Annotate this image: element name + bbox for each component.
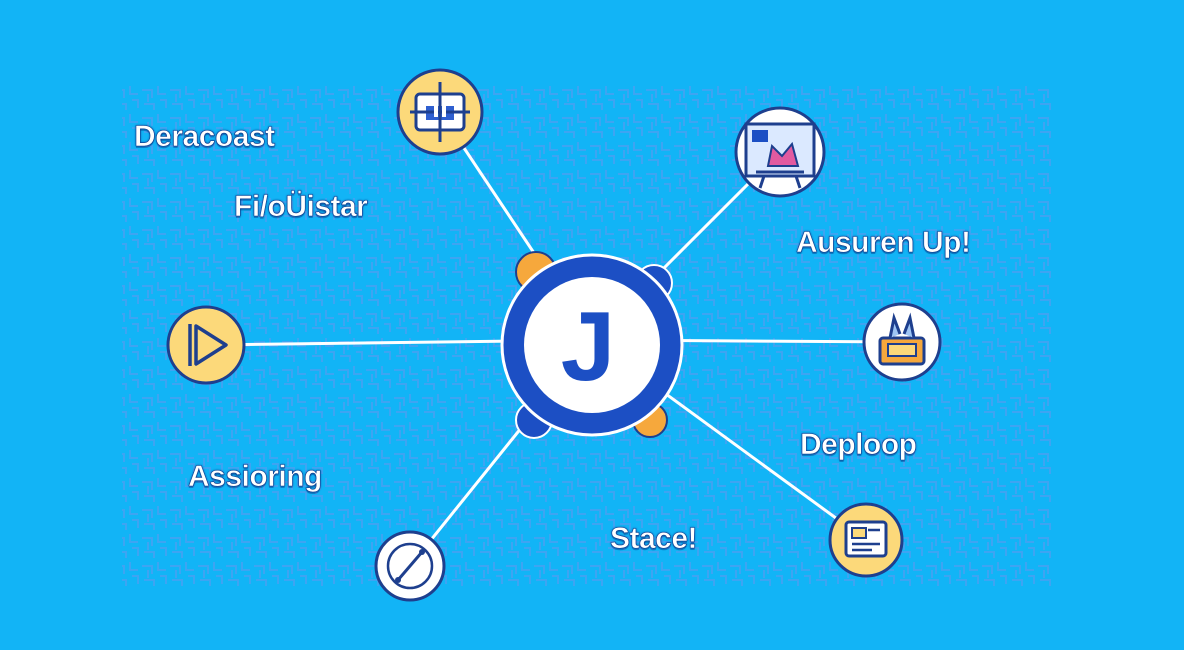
j-logo-icon: J: [561, 291, 616, 401]
label-bottom-center: Stace!: [610, 522, 698, 556]
document-card-icon: [828, 502, 904, 578]
label-bottom-left: Assioring: [188, 460, 323, 494]
network-chart-icon: [396, 68, 484, 156]
label-top-left-1: Deracoast: [134, 120, 276, 154]
presentation-board-icon: [734, 106, 826, 198]
label-right-2: Deploop: [800, 428, 918, 462]
label-top-left-2: Fi/oÜistar: [234, 190, 368, 224]
play-arrow-icon: [166, 305, 246, 385]
compass-icon: [374, 530, 446, 602]
kit-box-icon: [862, 302, 942, 382]
central-hub: J: [500, 251, 684, 439]
label-right-1: Ausuren Up!: [796, 226, 972, 260]
